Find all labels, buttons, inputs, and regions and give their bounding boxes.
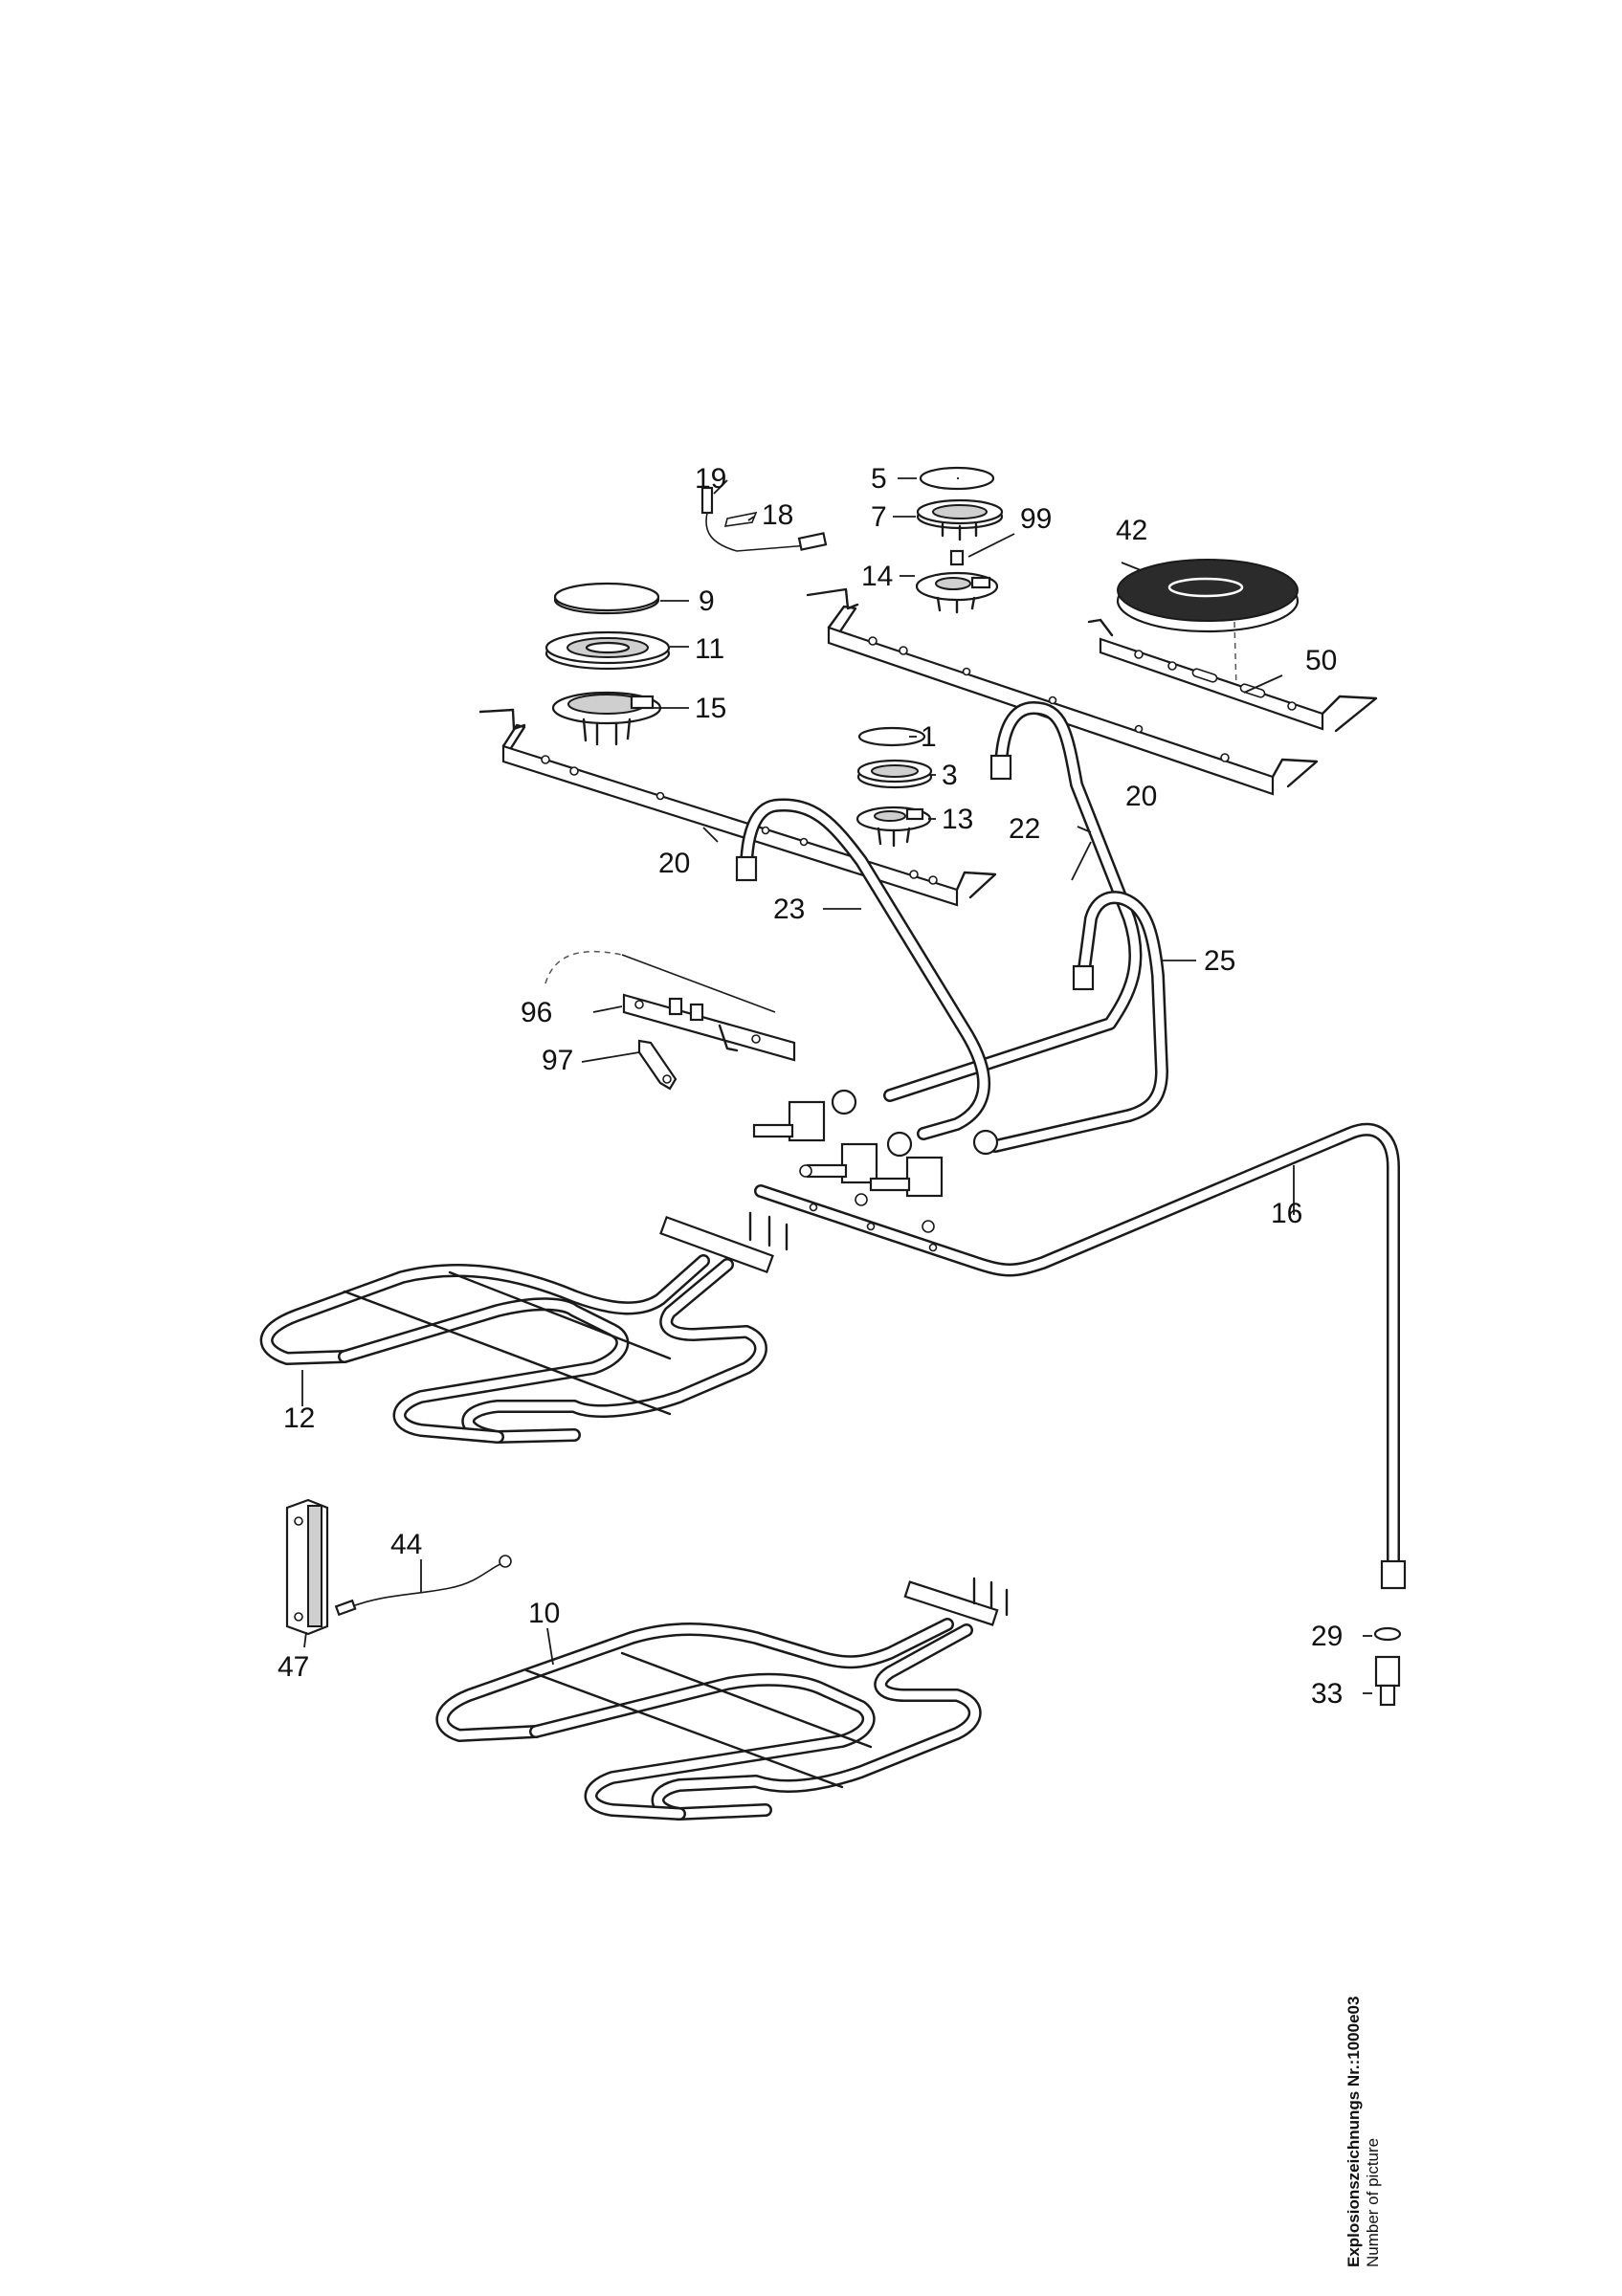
hotplate-42: [1116, 559, 1300, 690]
label-23: 23: [773, 894, 805, 925]
label-20-right: 20: [1125, 781, 1157, 812]
clip-18: [723, 511, 758, 527]
label-5: 5: [871, 463, 887, 495]
burner-body-15: [551, 691, 662, 746]
label-9: 9: [699, 585, 715, 617]
label-1: 1: [921, 721, 937, 753]
screw-99: [949, 549, 965, 566]
leader-lines: [301, 477, 1372, 1694]
label-10: 10: [528, 1598, 560, 1629]
burner-body-13: [855, 806, 932, 848]
gas-tube-25: [989, 891, 1168, 1153]
label-96: 96: [521, 997, 552, 1028]
terminal-block-47: [285, 1498, 329, 1636]
cable-44: [334, 1555, 512, 1617]
label-44: 44: [390, 1529, 422, 1560]
heating-element-12: [259, 1211, 789, 1444]
thermocouple-19: [700, 486, 828, 552]
label-12: 12: [283, 1402, 315, 1434]
label-16: 16: [1271, 1198, 1302, 1229]
burner-cap-1: [857, 726, 926, 747]
part-97: [637, 1039, 678, 1091]
burner-crown-11: [544, 630, 671, 671]
label-47: 47: [278, 1651, 309, 1683]
caption-subtitle: Number of picture: [1364, 2137, 1382, 2267]
label-18: 18: [762, 499, 793, 531]
nozzle-33: [1374, 1655, 1401, 1707]
gas-valves: [752, 1089, 999, 1233]
label-22: 22: [1009, 813, 1040, 845]
burner-crown-3: [856, 759, 933, 789]
label-14: 14: [861, 561, 893, 592]
label-13: 13: [942, 804, 973, 835]
part-labels: 5 7 99 14 42 50 19 18 9 11 15 1 3 13 20 …: [278, 463, 1343, 1710]
label-25: 25: [1204, 945, 1235, 977]
label-97: 97: [542, 1045, 573, 1076]
label-50: 50: [1305, 645, 1337, 676]
burner-crown-7: [916, 498, 1004, 541]
gas-tube-23: [735, 798, 991, 1140]
burner-body-14: [915, 571, 999, 614]
caption-title: Explosionszeichnungs Nr.:1000e03: [1344, 1996, 1363, 2267]
gas-tube-22: [883, 701, 1143, 1102]
label-19: 19: [695, 463, 726, 495]
ignition-bracket-96: [544, 950, 796, 1062]
label-20-left: 20: [658, 848, 690, 879]
washer-29: [1373, 1626, 1402, 1642]
label-33: 33: [1311, 1678, 1343, 1710]
label-99: 99: [1020, 503, 1052, 535]
burner-cap-9: [553, 582, 660, 615]
label-11: 11: [695, 633, 724, 665]
label-3: 3: [942, 760, 958, 791]
main-gas-pipe-16: [754, 1122, 1407, 1590]
label-15: 15: [695, 693, 726, 724]
picture-number-caption: Explosionszeichnungs Nr.:1000e03 Number …: [1344, 1997, 1383, 2267]
label-7: 7: [871, 501, 887, 533]
label-29: 29: [1311, 1621, 1343, 1652]
bracket-rail-20-left: [478, 708, 997, 907]
heating-element-10: [435, 1577, 1009, 1821]
label-42: 42: [1116, 515, 1147, 546]
bracket-50: [1087, 618, 1378, 733]
